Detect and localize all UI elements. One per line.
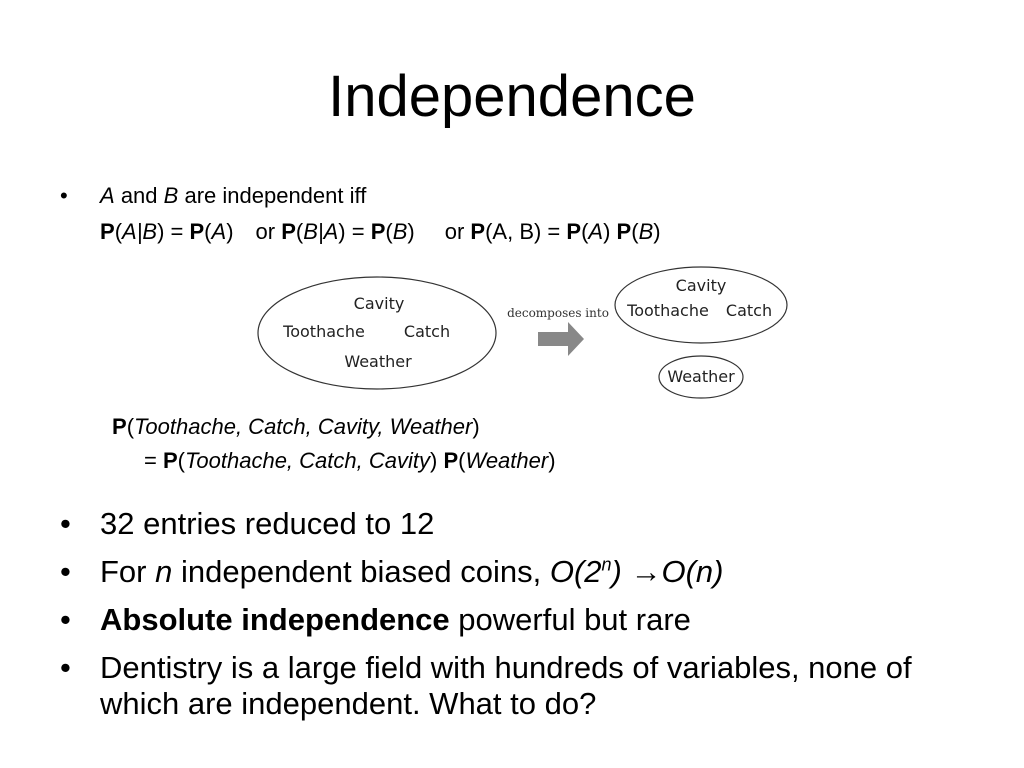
- bullet-text: Absolute independence powerful but rare: [100, 602, 691, 637]
- equation-b: P(B|A) = P(B): [281, 219, 415, 244]
- label-catch: Catch: [726, 301, 772, 320]
- var-b: B: [163, 183, 179, 208]
- equation-a: P(A|B) = P(A): [100, 219, 234, 244]
- bullet-dot: •: [60, 183, 68, 208]
- label-weather: Weather: [344, 352, 412, 371]
- bullet-item: • Dentistry is a large field with hundre…: [60, 650, 980, 722]
- decomposes-label: decomposes into: [507, 306, 609, 320]
- bullet-item: • Absolute independence powerful but rar…: [60, 602, 980, 638]
- label-toothache: Toothache: [626, 301, 709, 320]
- joint-probability-line: P(Toothache, Catch, Cavity, Weather): [112, 414, 480, 439]
- label-weather: Weather: [667, 367, 735, 386]
- equation-c: P(A, B) = P(A) P(B): [470, 219, 661, 244]
- definition-rest: are independent iff: [184, 183, 367, 208]
- joint-ellipse: [257, 276, 497, 390]
- bullet-dot: •: [60, 554, 71, 589]
- bullet-list: • 32 entries reduced to 12 • For n indep…: [60, 506, 980, 734]
- bullet-item: • 32 entries reduced to 12: [60, 506, 980, 542]
- independence-diagram: Cavity Toothache Catch Weather decompose…: [257, 266, 788, 399]
- weather-ellipse: [658, 355, 744, 399]
- label-cavity: Cavity: [354, 294, 405, 313]
- bullet-text: For n independent biased coins, O(2n) →O…: [100, 554, 724, 589]
- bullet-text: Dentistry is a large field with hundreds…: [100, 650, 912, 721]
- bullet-dot: •: [60, 602, 71, 637]
- definition-line: A and B are independent iff: [100, 182, 366, 210]
- label-catch: Catch: [404, 322, 450, 341]
- arrow-icon: [538, 322, 584, 356]
- var-a: A: [100, 183, 115, 208]
- bullet-item: • For n independent biased coins, O(2n) …: [60, 554, 980, 590]
- and-text: and: [120, 183, 158, 208]
- bullet-dot: •: [60, 650, 71, 685]
- label-toothache: Toothache: [282, 322, 365, 341]
- or-text: or: [444, 219, 465, 244]
- factored-probability-line: = P(Toothache, Catch, Cavity) P(Weather): [144, 448, 556, 473]
- label-cavity: Cavity: [676, 276, 727, 295]
- or-text: or: [255, 219, 276, 244]
- slide-title: Independence: [328, 64, 696, 129]
- bullet-dot: •: [60, 506, 71, 541]
- equations-line: P(A|B) = P(A)or P(B|A) = P(B)or P(A, B) …: [100, 218, 661, 246]
- cavity-group-ellipse: [614, 266, 788, 344]
- bullet-text: 32 entries reduced to 12: [100, 506, 435, 541]
